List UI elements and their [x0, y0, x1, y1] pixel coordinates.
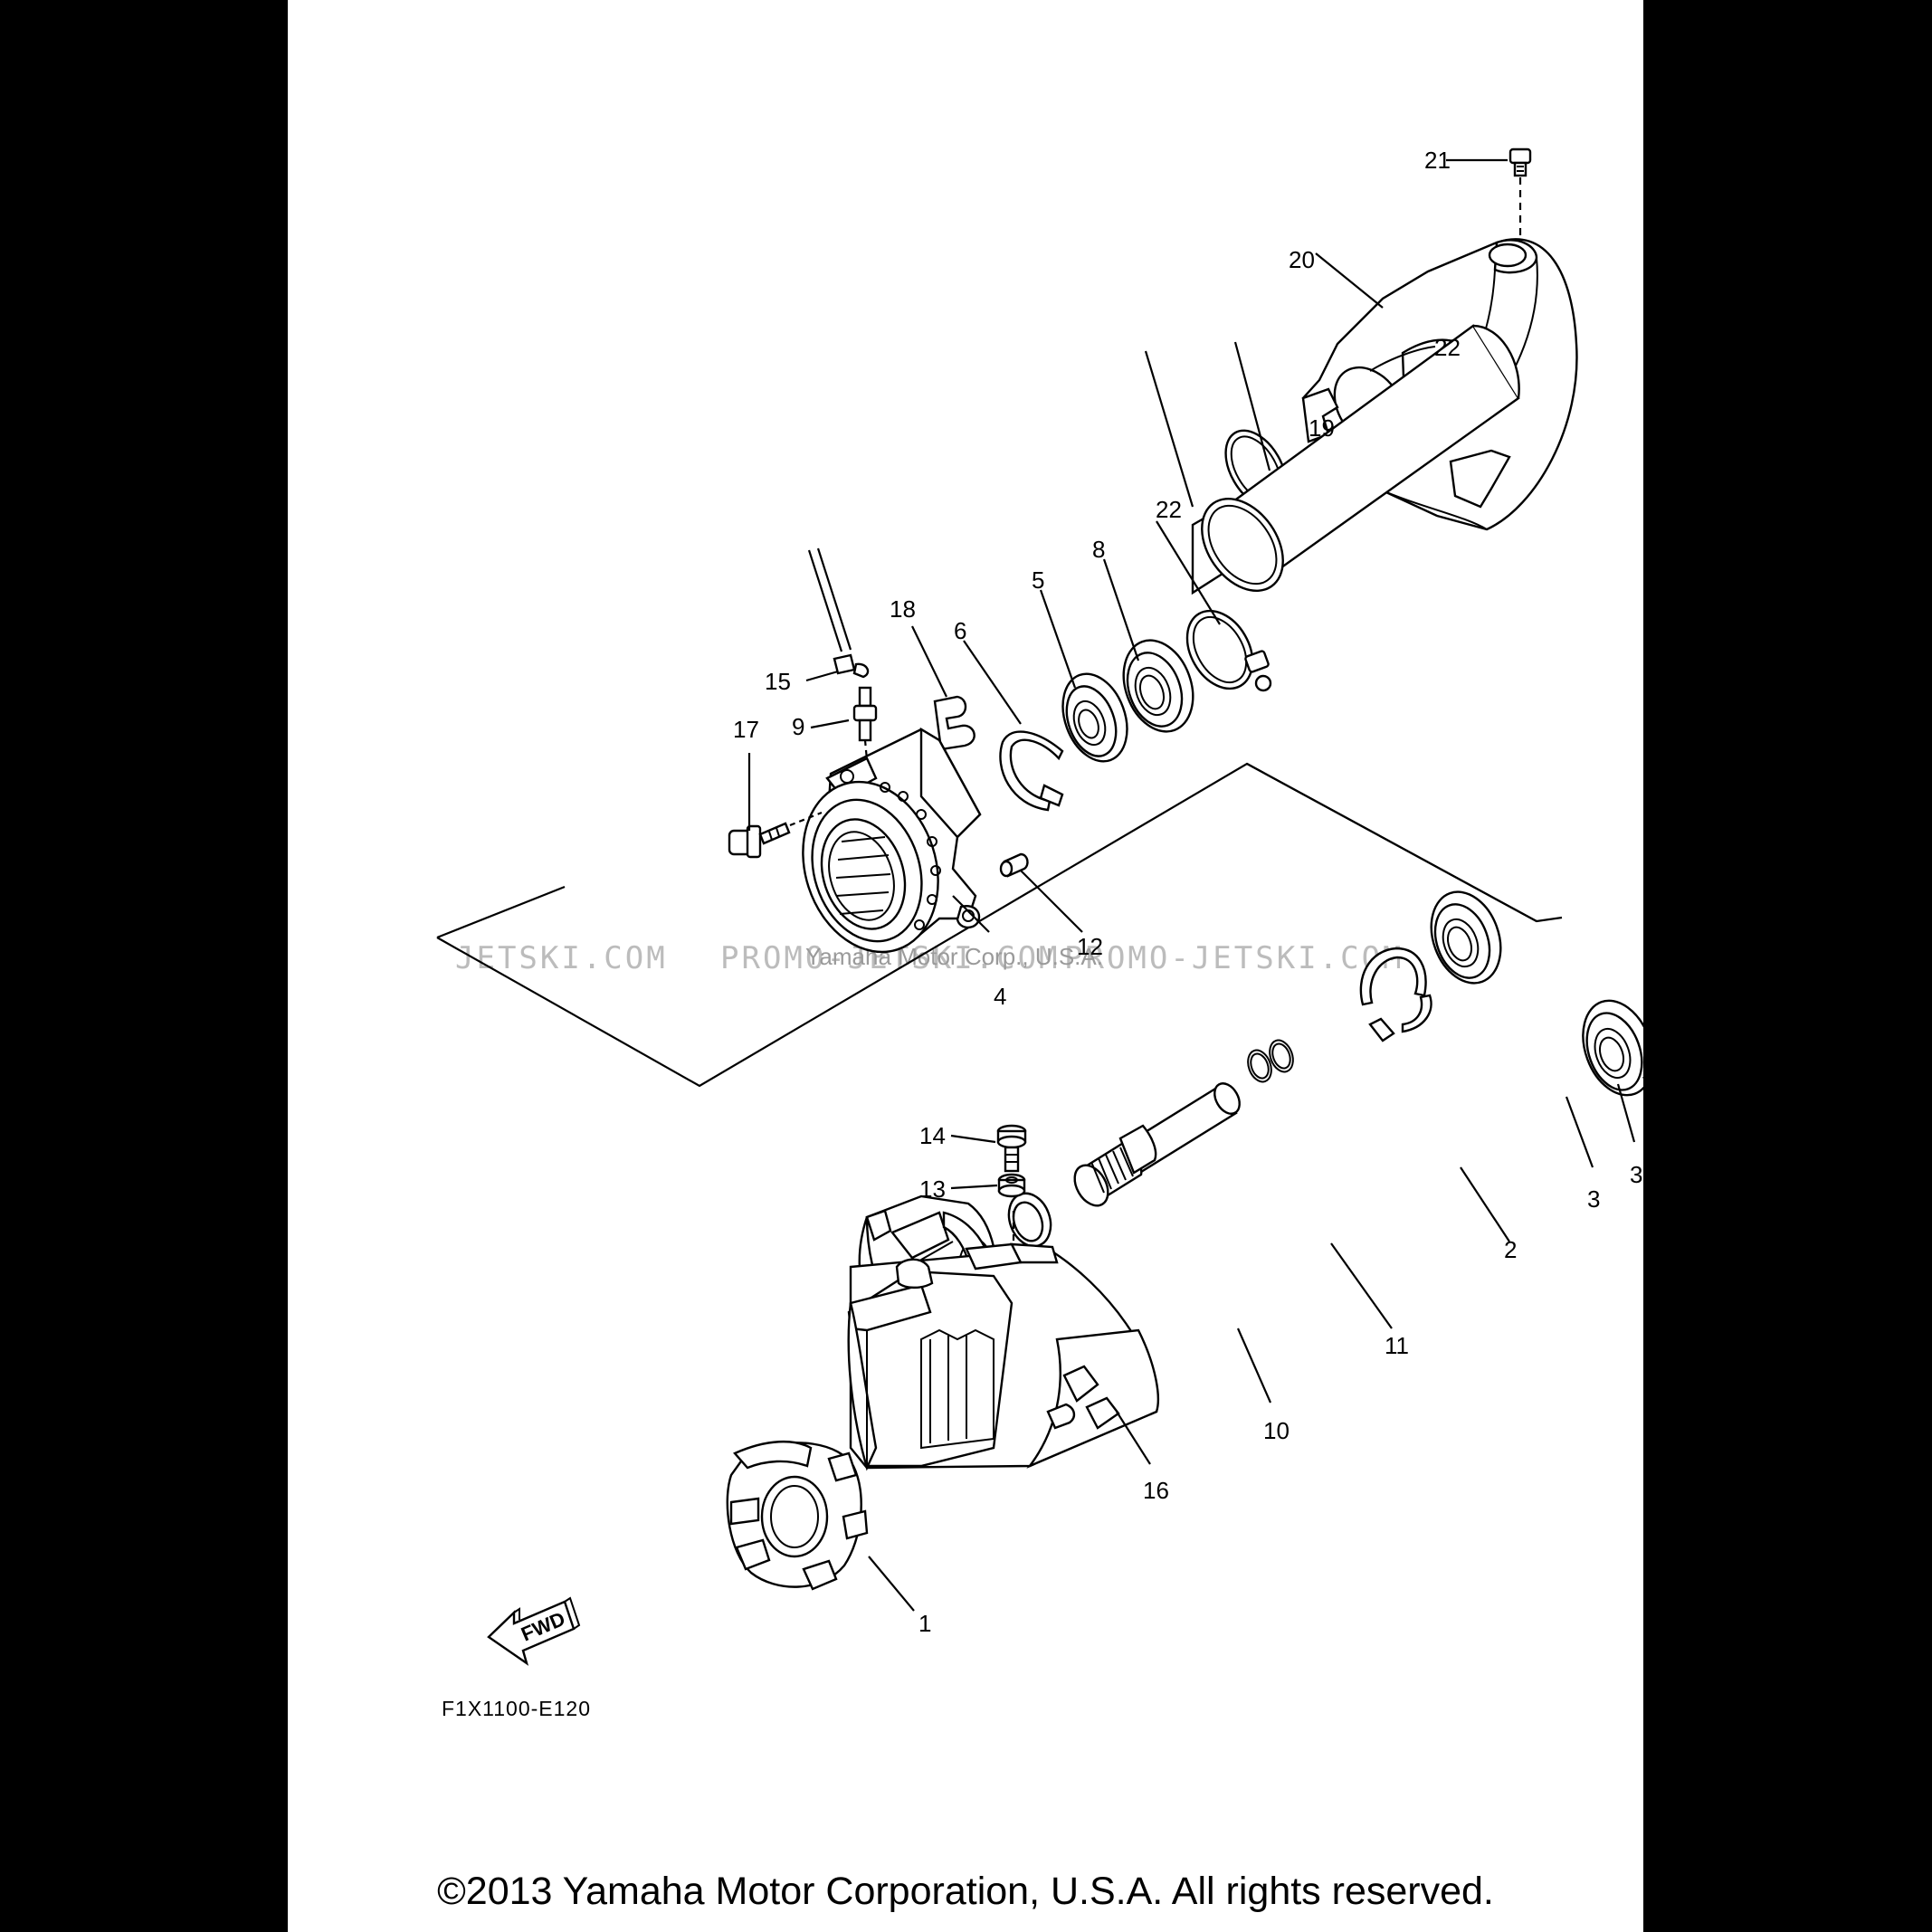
callout-8: 8 — [1092, 536, 1105, 563]
callout-19: 19 — [1309, 414, 1335, 442]
callout-22-lower: 22 — [1156, 496, 1182, 523]
callout-3-left: 3 — [1587, 1185, 1600, 1213]
part-1-coupler — [726, 1440, 869, 1591]
diagram-page: JETSKI.COM PROMO-JETSKI.COM PROMO-JETSKI… — [288, 0, 1643, 1932]
subassembly-outline — [436, 762, 1563, 1088]
part-6-circlip-lower — [1359, 947, 1432, 1042]
subassembly-outline-left — [436, 885, 566, 939]
part-16-intake-housing — [847, 1242, 1159, 1471]
watermark-left: JETSKI.COM — [455, 940, 668, 976]
part-12-dowel-pin — [999, 852, 1029, 878]
part-2-shaft — [1073, 1082, 1241, 1207]
leader-lines — [747, 158, 1643, 1612]
copyright-notice: ©2013 Yamaha Motor Corporation, U.S.A. A… — [437, 1870, 1494, 1913]
part-5-bearing-upper — [1061, 672, 1128, 763]
part-5-bearing-lower — [1582, 999, 1643, 1097]
watermark-overlay: Yamaha Motor Corp., U.S.A. — [805, 943, 1103, 970]
callout-4: 4 — [994, 983, 1006, 1010]
part-15-9-fittings — [807, 547, 878, 761]
callouts: 21 20 22 19 22 8 5 6 18 15 9 17 12 4 7 6… — [733, 147, 1642, 1637]
part-13-washer — [997, 1173, 1026, 1258]
callout-17: 17 — [733, 716, 759, 743]
callout-11: 11 — [1385, 1332, 1409, 1359]
figure-code: F1X1100-E120 — [442, 1697, 591, 1720]
part-7-bearing-shape — [1430, 890, 1502, 985]
subassembly-outline-right-top — [1246, 763, 1537, 922]
callout-1: 1 — [918, 1610, 931, 1637]
callout-15: 15 — [765, 668, 791, 695]
part-14-bolt — [996, 1124, 1027, 1173]
callout-6-upper: 6 — [954, 617, 966, 644]
part-18-clip — [933, 695, 976, 751]
callout-22-upper: 22 — [1434, 334, 1461, 361]
part-4-pump-housing — [802, 727, 982, 954]
part-6-circlip-upper — [999, 730, 1064, 812]
part-11-washer — [1007, 1192, 1052, 1248]
part-3-o-rings — [1247, 1039, 1294, 1083]
callout-20: 20 — [1289, 246, 1315, 273]
callout-14: 14 — [919, 1122, 946, 1149]
part-8-bearing — [1122, 639, 1194, 733]
callout-3-right: 3 — [1630, 1161, 1642, 1188]
part-17-bolt — [728, 811, 823, 859]
callout-13: 13 — [919, 1175, 946, 1203]
callout-10: 10 — [1263, 1417, 1290, 1444]
exploded-parts-diagram: JETSKI.COM PROMO-JETSKI.COM PROMO-JETSKI… — [436, 147, 1643, 1720]
callout-18: 18 — [890, 595, 916, 623]
fwd-arrow: FWD — [487, 1596, 581, 1666]
callout-5-upper: 5 — [1032, 566, 1044, 594]
watermark-right: PROMO-JETSKI.COM — [1064, 940, 1404, 976]
part-22-clamp-lower — [1185, 609, 1272, 692]
part-19-pipe — [1191, 324, 1520, 595]
callout-2: 2 — [1504, 1236, 1517, 1263]
callout-16: 16 — [1143, 1477, 1169, 1504]
callout-12: 12 — [1077, 933, 1103, 960]
callout-21: 21 — [1424, 147, 1451, 174]
watermark-band: JETSKI.COM PROMO-JETSKI.COM PROMO-JETSKI… — [455, 940, 1404, 976]
callout-9: 9 — [792, 713, 804, 740]
part-21-bolt — [1508, 148, 1532, 253]
